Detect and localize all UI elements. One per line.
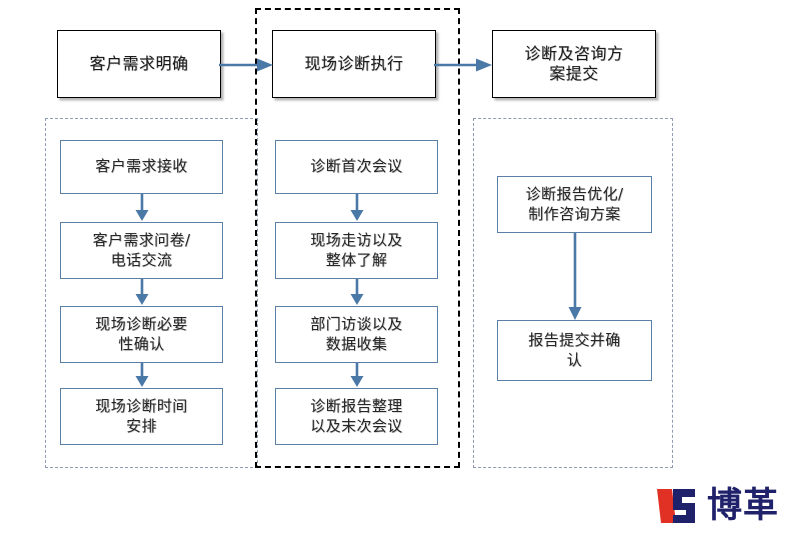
step-box-3-1[interactable]: 诊断报告优化/ 制作咨询方案 (497, 176, 652, 233)
step-box-2-4[interactable]: 诊断报告整理 以及末次会议 (275, 388, 438, 445)
step-box-1-3[interactable]: 现场诊断必要 性确认 (60, 306, 223, 363)
step-box-2-3[interactable]: 部门访谈以及 数据收集 (275, 306, 438, 363)
phase-1-header-box[interactable]: 客户需求明确 (57, 30, 221, 98)
step-label-2-4: 诊断报告整理 以及末次会议 (310, 397, 403, 435)
step-label-1-4: 现场诊断时间 安排 (95, 397, 188, 435)
step-label-1-1: 客户需求接收 (95, 157, 188, 176)
step-label-1-2: 客户需求问卷/ 电话交流 (92, 231, 191, 269)
step-box-1-4[interactable]: 现场诊断时间 安排 (60, 388, 223, 445)
phase-3-group-boundary (473, 118, 673, 468)
phase-2-header-label: 现场诊断执行 (304, 53, 404, 73)
company-logo: 博革 (655, 487, 779, 525)
step-box-2-1[interactable]: 诊断首次会议 (275, 140, 438, 194)
step-label-2-3: 部门访谈以及 数据收集 (310, 315, 403, 353)
step-box-2-2[interactable]: 现场走访以及 整体了解 (275, 222, 438, 279)
bg-logo-mark-icon (655, 487, 701, 525)
step-box-1-1[interactable]: 客户需求接收 (60, 140, 223, 194)
phase-3-header-label: 诊断及咨询方 案提交 (524, 43, 624, 83)
phase-2-header-box[interactable]: 现场诊断执行 (272, 30, 436, 98)
step-label-3-2: 报告提交并确 认 (528, 331, 621, 369)
step-label-2-2: 现场走访以及 整体了解 (310, 231, 403, 269)
logo-wordmark: 博革 (707, 485, 780, 526)
step-label-2-1: 诊断首次会议 (310, 157, 403, 176)
phase-1-header-label: 客户需求明确 (89, 53, 189, 73)
phase-2-group-boundary (255, 8, 460, 468)
step-label-3-1: 诊断报告优化/ 制作咨询方案 (525, 185, 624, 223)
step-label-1-3: 现场诊断必要 性确认 (95, 315, 188, 353)
step-box-1-2[interactable]: 客户需求问卷/ 电话交流 (60, 222, 223, 279)
phase-1-group-boundary (45, 118, 258, 468)
phase-3-header-box[interactable]: 诊断及咨询方 案提交 (492, 30, 656, 98)
step-box-3-2[interactable]: 报告提交并确 认 (497, 320, 652, 381)
